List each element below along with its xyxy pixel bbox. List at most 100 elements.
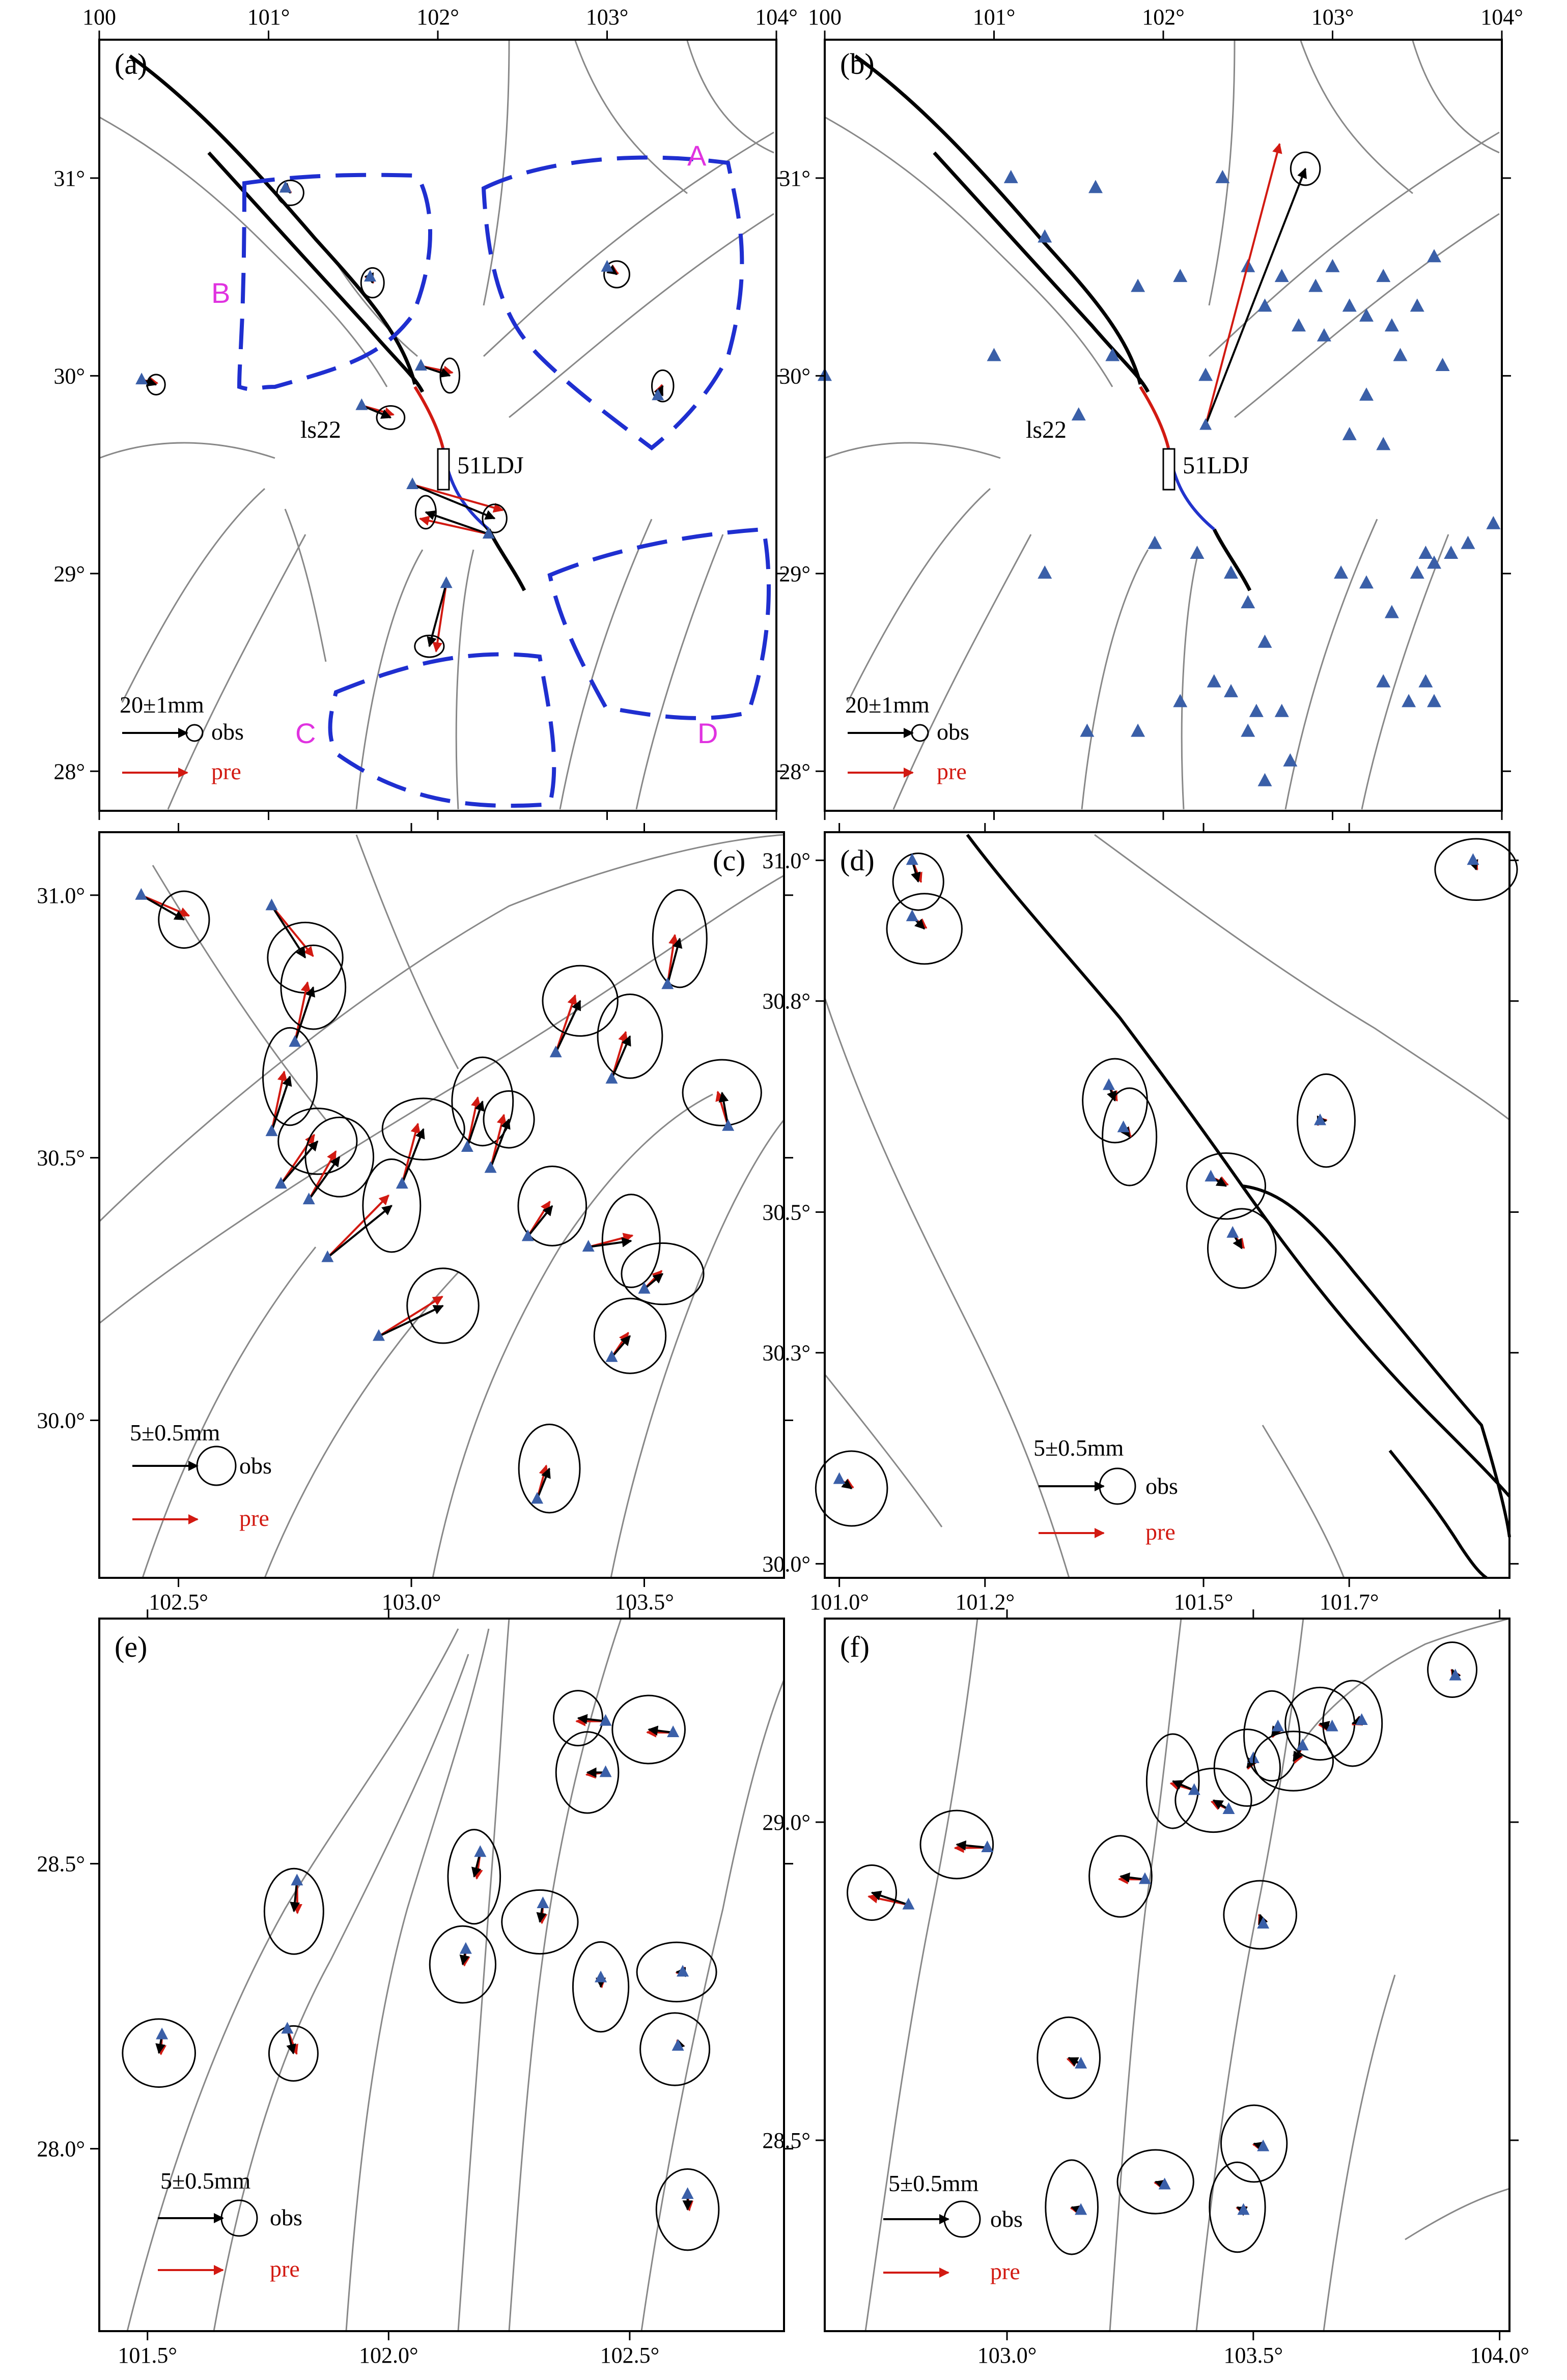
x-tick-label: 102.5° [149,1590,208,1614]
observed-vector [466,1100,485,1148]
vectors-f [846,1641,1478,2255]
panel-e: 101.5°102.0°102.5°28.0°28.5° (e) 5±0.5mm… [37,1609,793,2368]
x-tick-label: 104° [755,5,798,30]
station-marker [652,388,664,401]
error-ellipse [636,1941,717,2003]
station-marker [677,1965,689,1977]
error-ellipse [280,944,347,1030]
station-label-51ldj: 51LDJ [1183,452,1249,479]
legend-scale-a: 20±1mm [120,692,204,718]
x-tick-label: 100 [808,5,842,30]
predicted-vector [432,583,447,653]
x-tick-label: 101° [247,5,290,30]
x-tick-label: 102.0° [359,2343,418,2368]
error-ellipse [572,1941,630,2033]
station-marker [1215,169,1230,183]
observed-vector [1205,167,1307,426]
legend-obs-ellipse-c [196,1446,237,1486]
station-label-51ldj: 51LDJ [457,452,524,479]
station-marker [906,853,918,865]
observed-vector [308,1156,341,1201]
error-ellipse [1290,151,1321,186]
station-marker [1486,516,1501,529]
legend-obs-ellipse-d [1099,1467,1136,1505]
station-marker [1131,278,1145,292]
panel-label-d: (d) [840,844,875,877]
error-ellipse [639,2012,711,2086]
station-marker [414,358,427,371]
station-marker [406,477,419,490]
observed-vector [290,1881,300,1913]
station-marker [1199,418,1212,430]
station-marker [599,1714,612,1726]
main-fault-black [1242,1184,1511,1538]
station-marker [1418,546,1433,559]
main-fault-black [854,54,1142,385]
x-tick-label: 101.2° [955,1590,1015,1614]
station-marker [1207,674,1221,688]
error-ellipse [429,1925,497,2004]
error-ellipse [1102,1087,1158,1186]
station-marker [474,1845,487,1857]
x-tick-label: 103.5° [1224,2343,1283,2368]
panel-label-f: (f) [840,1630,870,1663]
region-label-a: A [687,139,707,172]
x-tick-label: 104.0° [1470,2343,1529,2368]
error-ellipse [1223,1880,1298,1950]
panel-c: 102.5°103.0°103.5°30.0°30.5°31.0° (c) 5±… [37,823,793,1614]
station-marker [1075,2203,1087,2215]
error-ellipse [555,1731,620,1814]
station-marker [1384,318,1399,332]
panel-d: 101.0°101.2°101.5°101.7°30.0°30.3°30.5°3… [762,823,1519,1614]
legend-pre-label-b: pre [937,758,967,784]
observed-vector [270,905,306,959]
error-ellipse [501,1889,579,1955]
station-marker [1224,565,1238,579]
legend-a: 20±1mm obs pre [120,692,244,784]
error-ellipse [1186,1152,1267,1220]
station-marker [1384,605,1399,618]
legend-scale-e: 5±0.5mm [160,2168,251,2194]
observed-vector [718,1091,730,1127]
y-tick-label: 28.5° [37,1852,85,1877]
station-marker [1272,1719,1284,1732]
y-tick-label: 30.3° [762,1341,810,1366]
axes-f: 103.0°103.5°104.0°28.5°29.0° [762,1609,1529,2368]
observed-vector [361,404,392,419]
fault-lines [825,834,1509,1578]
y-tick-label: 31° [53,166,85,191]
station-marker [1241,595,1255,609]
axes-c: 102.5°103.0°103.5°30.0°30.5°31.0° [37,823,793,1614]
error-ellipse [1116,2149,1194,2215]
predicted-vector [1205,143,1282,426]
y-tick-label: 28° [779,759,810,784]
error-ellipse [553,1690,604,1747]
y-tick-label: 28° [53,759,85,784]
station-marker [987,348,1001,361]
station-marker [549,1045,562,1058]
y-tick-label: 29° [779,561,810,586]
y-tick-label: 31° [779,166,810,191]
station-marker [1075,2057,1087,2069]
observed-vector [280,1140,319,1185]
station-marker [1283,753,1298,767]
y-tick-label: 30.0° [762,1551,810,1576]
predicted-vector [378,1295,443,1338]
station-marker [289,1035,301,1047]
error-ellipse [593,1297,667,1374]
legend-e: 5±0.5mm obs pre [158,2168,302,2282]
region-label-b: B [211,277,230,309]
station-marker [279,181,292,193]
fault-lines [864,1619,1509,2331]
main-fault-black [966,834,1511,1497]
stations-b [818,169,1501,786]
x-tick-label: 102° [1142,5,1185,30]
x-tick-label: 103.0° [382,1590,441,1614]
x-tick-label: 101.5° [118,2343,177,2368]
observed-vector [294,986,316,1043]
station-marker [1003,169,1018,183]
station-marker [1427,555,1441,569]
station-marker [274,1177,287,1189]
station-marker [1410,565,1424,579]
